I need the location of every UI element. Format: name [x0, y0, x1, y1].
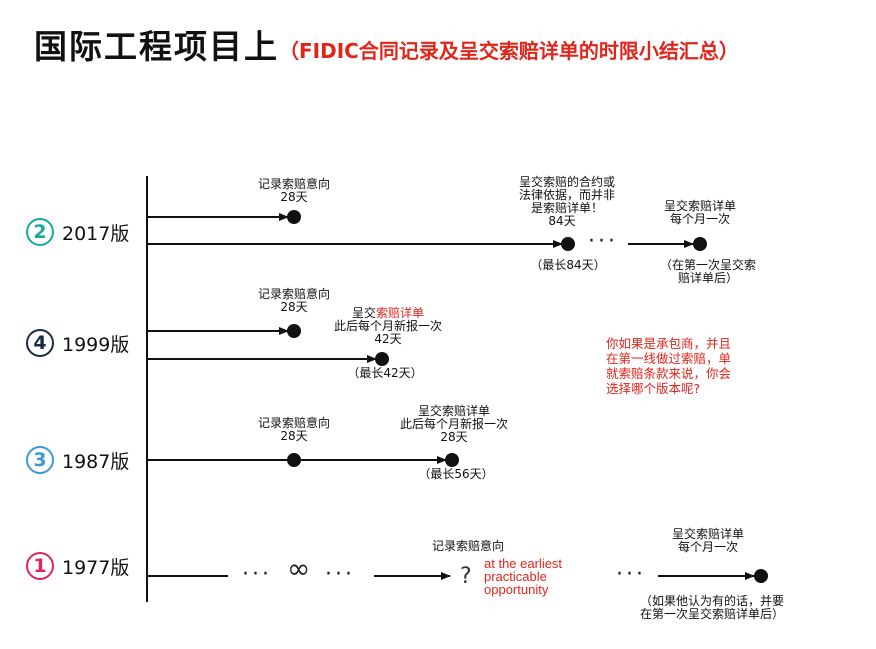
page-title: 国际工程项目上（FIDIC合同记录及呈交索赔详单的时限小结汇总）: [34, 20, 739, 68]
question-line4: 选择哪个版本呢?: [606, 381, 701, 396]
ellipsis-1977-a: ···: [242, 562, 272, 587]
ellipsis-1977-b: ···: [325, 562, 355, 587]
ann-1999-claim-line2: 此后每个月新报一次: [333, 319, 442, 333]
ann-2017-monthly: 呈交索赔详单 每个月一次: [640, 200, 760, 226]
ann-2017-claim: 呈交索赔的合约或 法律依据，而并非 是索赔详单！ 84天: [500, 176, 634, 228]
circled-three-icon: 3: [26, 446, 54, 474]
ann-1977-monthly-line2: 每个月一次: [677, 540, 738, 554]
ann-2017-monthly-note-line2: 赔详单后）: [677, 271, 738, 285]
dot-1987-notice: [287, 453, 301, 467]
ann-1999-notice: 记录索赔意向 28天: [244, 288, 344, 314]
ann-1977-note-line1: （如果他认为有的话，并要: [639, 594, 784, 608]
ann-1977-notice: 记录索赔意向: [431, 539, 504, 553]
ann-1987-claim-line3: 28天: [440, 430, 468, 444]
ann-1977-note: （如果他认为有的话，并要 在第一次呈交索赔详单后）: [622, 595, 802, 621]
question-line2: 在第一线做过索赔，单: [606, 351, 732, 366]
ann-1987-claim-line2: 此后每个月新报一次: [399, 417, 508, 431]
ann-2017-monthly-note: （在第一次呈交索 赔详单后）: [640, 259, 776, 285]
ann-1999-claim-line3: 42天: [374, 332, 402, 346]
dot-2017-notice: [287, 210, 301, 224]
circled-one-icon: 1: [26, 552, 54, 580]
ann-1999-claim-prefix: 呈交: [351, 306, 376, 320]
ellipsis-2017: ···: [588, 229, 618, 254]
version-1987: 3 1987版: [26, 446, 129, 474]
dot-2017-claim: [561, 237, 575, 251]
ann-2017-monthly-note-line1: （在第一次呈交索: [659, 258, 756, 272]
ann-1999-notice-line1: 记录索赔意向: [257, 287, 330, 301]
ann-1977-opportunity: at the earliest practicable opportunity: [484, 557, 562, 596]
opportunity-line3: opportunity: [484, 582, 549, 597]
ann-2017-notice-line2: 28天: [280, 190, 308, 204]
ann-2017-notice-line1: 记录索赔意向: [257, 177, 330, 191]
ann-2017-monthly-line1: 呈交索赔详单: [663, 199, 736, 213]
title-main: 国际工程项目上: [34, 27, 279, 66]
ann-1999-claim-max: （最长42天）: [347, 366, 423, 380]
ann-1987-notice-line1: 记录索赔意向: [257, 416, 330, 430]
ann-1977-monthly-line1: 呈交索赔详单: [671, 527, 744, 541]
circled-four-icon: 4: [26, 329, 54, 357]
ann-2017-claim-line1: 呈交索赔的合约或: [518, 175, 615, 189]
circled-two-icon: 2: [26, 218, 54, 246]
ann-1987-claim-max: （最长56天）: [418, 467, 494, 481]
ann-1999-claim: 呈交索赔详单 此后每个月新报一次 42天: [320, 307, 456, 346]
version-1999: 4 1999版: [26, 329, 129, 357]
infinity-icon: ∞: [287, 552, 311, 585]
ann-1987-claim: 呈交索赔详单 此后每个月新报一次 28天: [386, 405, 522, 444]
version-1999-label: 1999版: [62, 333, 130, 356]
title-subtitle: （FIDIC合同记录及呈交索赔详单的时限小结汇总）: [279, 39, 739, 63]
ann-2017-claim-max: （最长84天）: [530, 258, 606, 272]
opportunity-line1: at the earliest: [484, 556, 563, 571]
ann-1977-monthly: 呈交索赔详单 每个月一次: [648, 528, 768, 554]
ann-2017-monthly-line2: 每个月一次: [669, 212, 730, 226]
question-line1: 你如果是承包商，并且: [606, 336, 732, 351]
ann-1999-notice-line2: 28天: [280, 300, 308, 314]
ann-2017-claim-line4: 84天: [548, 214, 576, 228]
ann-2017-claim-line3: 是索赔详单！: [530, 201, 603, 215]
ann-1999-claim-line1: 呈交索赔详单: [320, 307, 456, 320]
dot-1999-notice: [287, 324, 301, 338]
ann-1999-claim-highlight: 索赔详单: [376, 306, 425, 320]
ann-2017-claim-line2: 法律依据，而并非: [518, 188, 615, 202]
ann-2017-notice: 记录索赔意向 28天: [244, 178, 344, 204]
ann-1977-note-line2: 在第一次呈交索赔详单后）: [639, 607, 784, 621]
opportunity-line2: practicable: [484, 569, 547, 584]
dot-1987-claim: [445, 453, 459, 467]
ann-1987-claim-line1: 呈交索赔详单: [417, 404, 490, 418]
question-line3: 就索赔条款来说，你会: [606, 366, 732, 381]
ann-1987-notice-line2: 28天: [280, 429, 308, 443]
version-2017: 2 2017版: [26, 218, 129, 246]
version-1977: 1 1977版: [26, 552, 129, 580]
question-text: 你如果是承包商，并且 在第一线做过索赔，单 就索赔条款来说，你会 选择哪个版本呢…: [606, 336, 731, 396]
dot-1977-monthly: [754, 569, 768, 583]
ann-1987-notice: 记录索赔意向 28天: [244, 417, 344, 443]
ellipsis-1977-c: ···: [616, 562, 646, 587]
version-2017-label: 2017版: [62, 222, 130, 245]
version-1987-label: 1987版: [62, 450, 130, 473]
dot-1999-claim: [375, 352, 389, 366]
version-1977-label: 1977版: [62, 556, 130, 579]
dot-2017-monthly: [693, 237, 707, 251]
question-mark-icon: ?: [460, 564, 472, 589]
